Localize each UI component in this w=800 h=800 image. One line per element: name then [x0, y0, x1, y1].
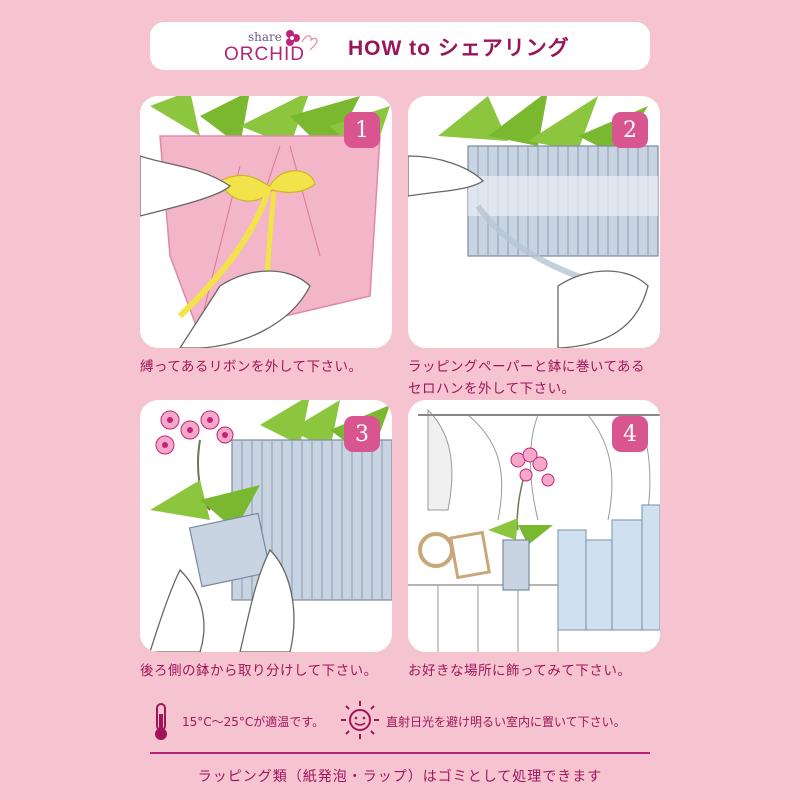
logo-share-text: share — [248, 30, 282, 44]
sunlight-note: 直射日光を避け明るい室内に置いて下さい。 — [386, 715, 626, 729]
step-4-badge: 4 — [612, 416, 648, 452]
step-3-caption: 後ろ側の鉢から取り分けして下さい。 — [140, 663, 378, 679]
share-orchid-logo: share ORCHID — [214, 24, 324, 68]
step-4-panel: 4 — [408, 400, 660, 652]
logo-orchid-text: ORCHID — [224, 44, 305, 65]
step-2-caption-line2: セロハンを外して下さい。 — [408, 381, 576, 397]
header-bar: share ORCHID HOW to シェアリング — [150, 22, 650, 70]
page-title: HOW to シェアリング — [348, 37, 570, 60]
step-2-caption-line1: ラッピングペーパーと鉢に巻いてある — [408, 359, 646, 375]
separate-pot-illustration — [149, 400, 392, 652]
divider-line — [150, 752, 650, 754]
orchid-flower-logo-icon — [286, 30, 318, 51]
disposal-footer: ラッピング類（紙発泡・ラップ）はゴミとして処理できます — [197, 769, 603, 785]
step-3-badge: 3 — [344, 416, 380, 452]
step-1-panel: 1 — [140, 96, 392, 348]
step-1-badge: 1 — [344, 112, 380, 148]
temperature-note: 15°C〜25°Cが適温です。 — [182, 715, 325, 729]
step-2-badge: 2 — [612, 112, 648, 148]
thermometer-icon — [155, 703, 167, 740]
step-1-caption: 縛ってあるリボンを外して下さい。 — [140, 359, 363, 375]
sun-icon — [341, 701, 379, 739]
step-2-panel: 2 — [408, 96, 660, 348]
step-4-caption: お好きな場所に飾ってみて下さい。 — [408, 663, 632, 679]
step-3-panel: 3 — [140, 400, 392, 652]
